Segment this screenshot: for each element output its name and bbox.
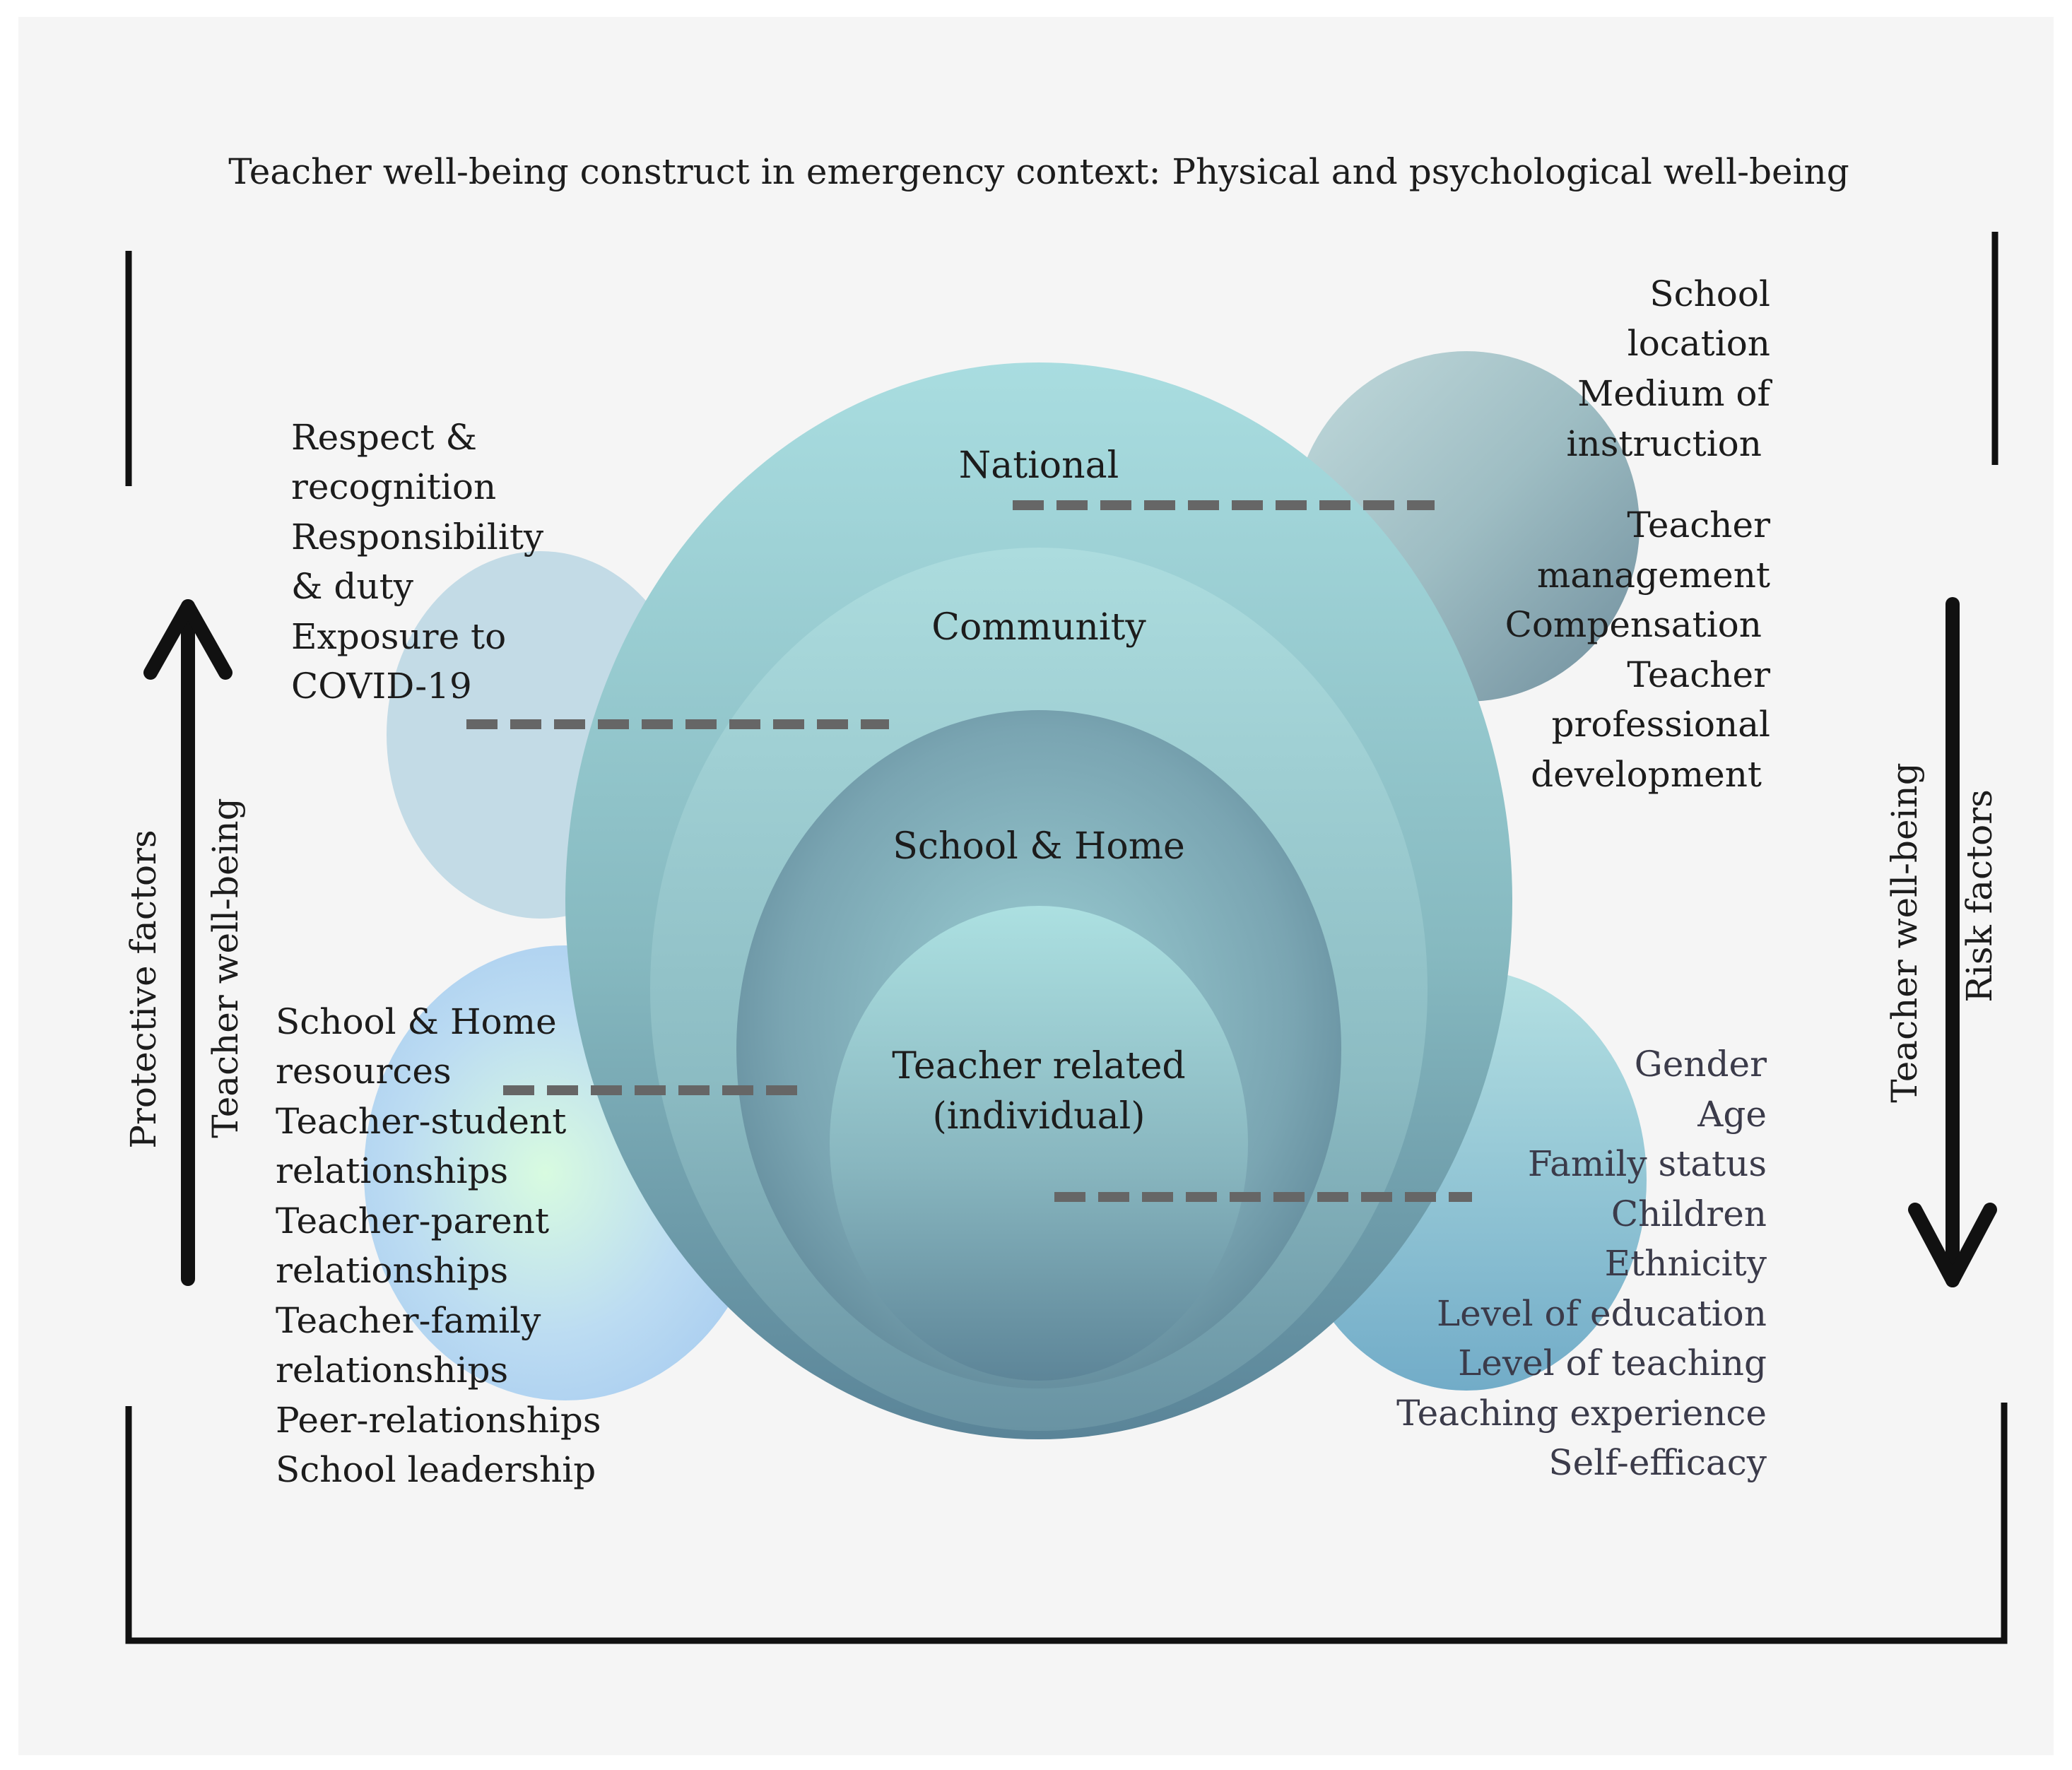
list-item: Medium of [1577,373,1772,414]
protective-factors-label: Protective factors [123,830,164,1148]
list-item: Responsibility [291,517,544,557]
national-protective-factors: Respect & recognition Responsibility & d… [291,417,544,707]
teacher-layer-circle [830,906,1248,1381]
national-risk-factors: Teacher management Compensation Teacher … [1505,505,1771,795]
list-item: professional [1551,704,1770,745]
school-home-protective-factors: School & Home resources Teacher-student … [276,1001,601,1490]
list-item: relationships [276,1150,508,1191]
list-item: Teaching experience [1396,1393,1767,1434]
list-item: Respect & [291,417,477,458]
list-item: management [1537,555,1770,596]
list-item: School & Home [276,1001,557,1042]
list-item: Gender [1635,1044,1767,1085]
risk-arrow-head-icon [1908,1203,1997,1287]
list-item: Age [1697,1094,1767,1135]
list-item: Children [1611,1193,1767,1234]
list-item: Exposure to [291,616,506,657]
list-item: Teacher-parent [276,1200,549,1241]
list-item: Teacher-student [276,1101,566,1142]
list-item: development [1531,754,1762,795]
list-item: relationships [276,1350,508,1391]
list-item: Peer-relationships [276,1400,601,1441]
list-item: relationships [276,1250,508,1291]
list-item: recognition [291,466,496,507]
individual-risk-factors: Gender Age Family status Children Ethnic… [1396,1044,1767,1483]
left-teacher-wellbeing-label: Teacher well-being [205,798,246,1138]
teacher-layer-label-line1: Teacher related [892,1045,1185,1087]
list-item: location [1627,323,1770,364]
list-item: Compensation [1505,604,1762,645]
risk-factors-label: Risk factors [1959,789,2000,1003]
community-layer-label: Community [931,606,1146,649]
teacher-layer-label-line2: (individual) [932,1095,1145,1138]
list-item: Level of teaching [1458,1343,1767,1383]
list-item: Ethnicity [1605,1243,1767,1284]
list-item: instruction [1567,423,1762,464]
school-home-layer-label: School & Home [893,825,1185,868]
right-teacher-wellbeing-label: Teacher well-being [1884,762,1925,1103]
list-item: resources [276,1051,452,1092]
list-item: & duty [291,566,414,607]
national-layer-label: National [959,444,1119,487]
list-item: Level of education [1437,1293,1767,1334]
list-item: Self-efficacy [1548,1442,1767,1483]
diagram-title: Teacher well-being construct in emergenc… [228,151,1849,192]
list-item: Family status [1528,1143,1767,1184]
list-item: COVID-19 [291,666,472,707]
list-item: School [1649,273,1770,314]
list-item: Teacher [1627,505,1770,545]
bottom-bracket [125,1403,2008,1644]
list-item: Teacher [1627,654,1770,695]
community-risk-factors: School location Medium of instruction [1567,273,1773,464]
list-item: Teacher-family [276,1300,541,1341]
protective-arrow-head-icon [143,599,232,680]
list-item: School leadership [276,1449,596,1490]
